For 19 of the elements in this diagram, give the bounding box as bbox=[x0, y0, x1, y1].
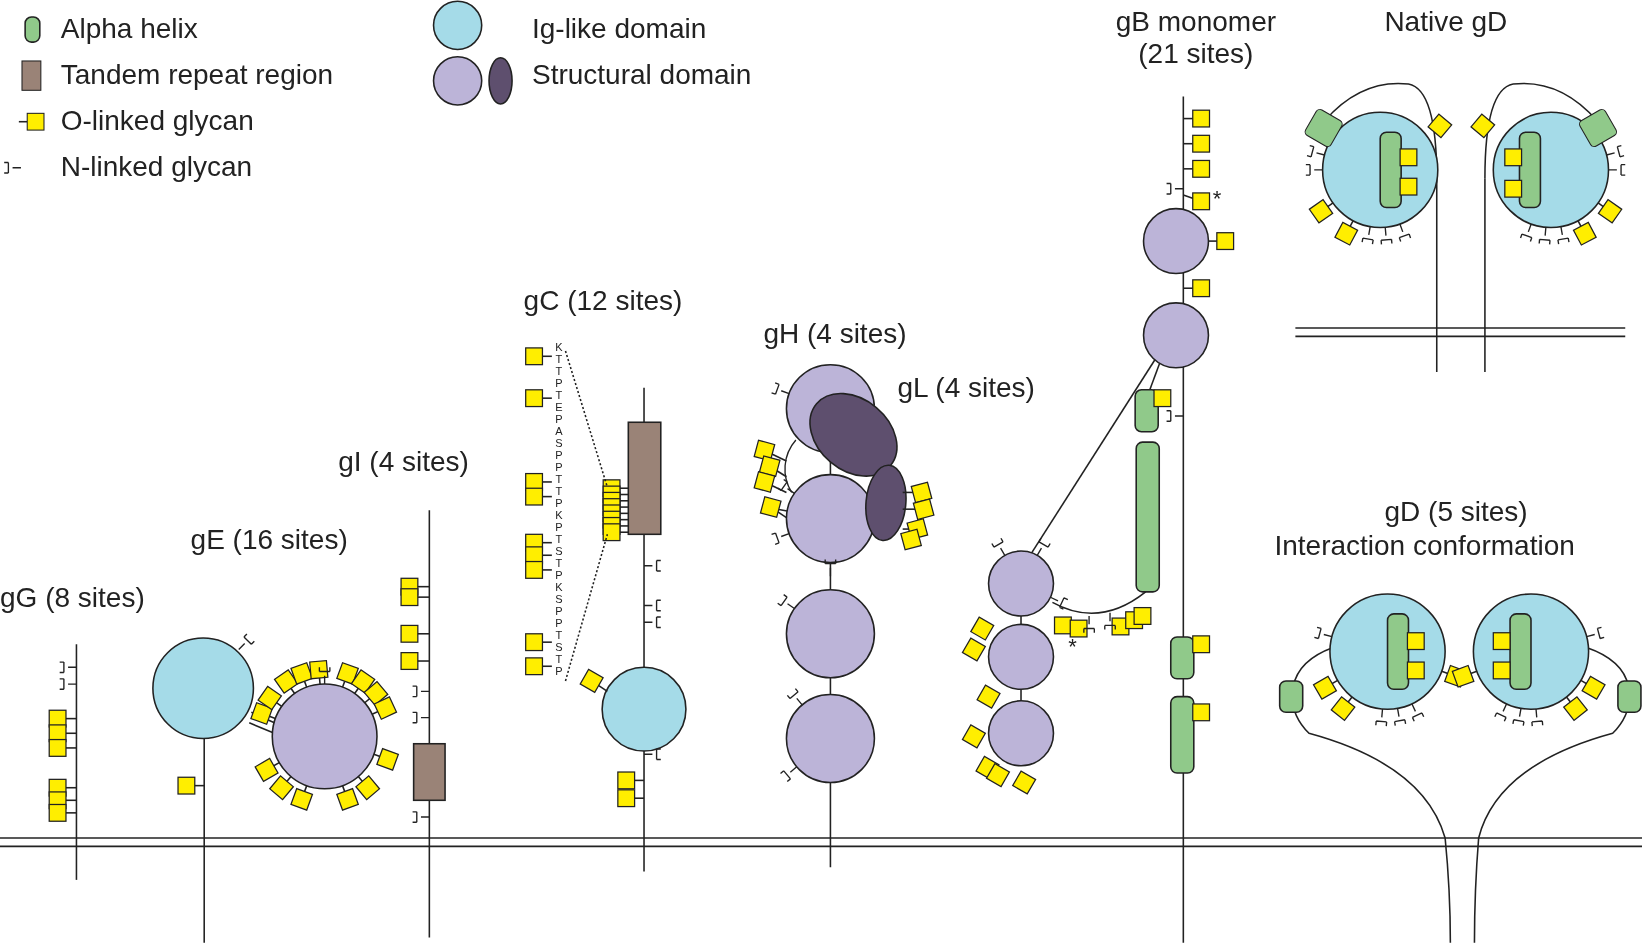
protein-title: Native gD bbox=[1384, 6, 1508, 39]
protein-title: gI (4 sites) bbox=[338, 446, 469, 479]
legend-label: Tandem repeat region bbox=[60, 58, 334, 91]
protein-title: Interaction conformation bbox=[1274, 529, 1575, 563]
protein-title: gC (12 sites) bbox=[523, 284, 683, 317]
legend-label: Structural domain bbox=[531, 58, 752, 91]
legend-label: Alpha helix bbox=[60, 12, 198, 45]
sequence-text: KTTPTEPASPPTTPKPTSTPKSPPTSTP bbox=[552, 341, 564, 678]
protein-title: gL (4 sites) bbox=[897, 371, 1035, 404]
protein-title: gB monomer (21 sites) bbox=[1114, 6, 1278, 71]
legend-label: Ig-like domain bbox=[531, 12, 707, 45]
legend-label: N-linked glycan bbox=[60, 150, 253, 183]
protein-title: gD (5 sites) bbox=[1383, 496, 1529, 529]
protein-title: gH (4 sites) bbox=[763, 318, 907, 351]
asterisk-mark: * bbox=[1212, 186, 1222, 212]
protein-title: gG (8 sites) bbox=[0, 582, 145, 615]
legend-label: O-linked glycan bbox=[60, 104, 254, 137]
protein-title: gE (16 sites) bbox=[190, 523, 348, 556]
asterisk-mark: * bbox=[1068, 633, 1077, 659]
